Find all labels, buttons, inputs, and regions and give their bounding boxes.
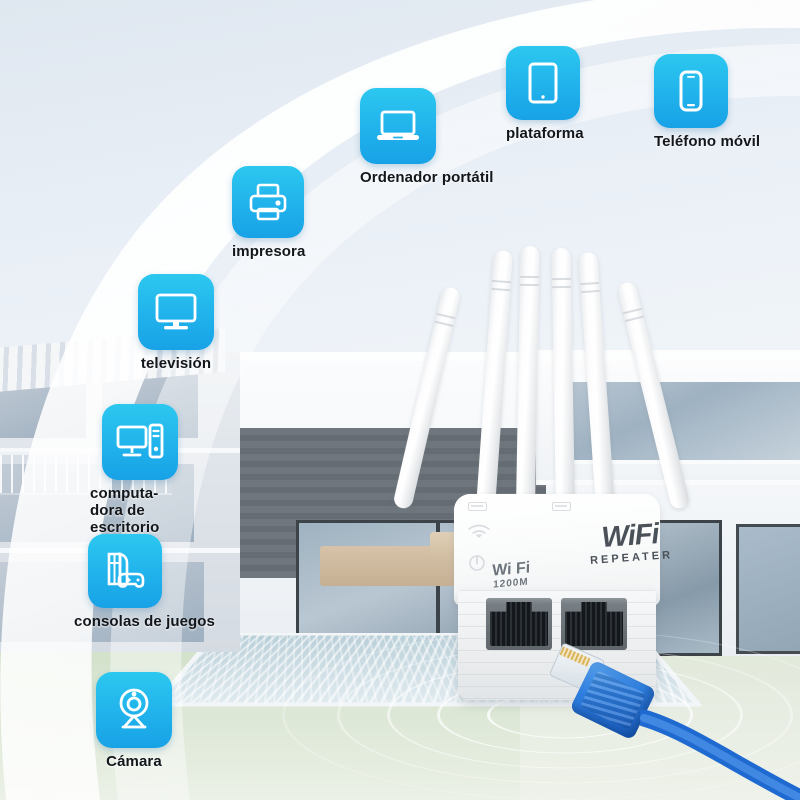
phone-icon — [654, 54, 728, 128]
power-led-icon — [469, 555, 485, 571]
device-card-phone[interactable]: Teléfono móvil — [654, 54, 760, 150]
device-side-branding: WiFi REPEATER — [588, 518, 674, 567]
brand-wifi-text: WiFi — [600, 518, 660, 554]
ethernet-cable — [548, 642, 800, 800]
ethernet-port — [561, 598, 627, 650]
game-console-icon — [88, 534, 162, 608]
cable-cord — [640, 710, 800, 800]
wifi-signal-led-icon — [468, 524, 490, 538]
device-card-printer[interactable]: impresora — [232, 166, 305, 260]
device-top-shell — [454, 494, 660, 606]
wan-port-led-icon — [552, 502, 571, 511]
webcam-icon — [96, 672, 172, 748]
device-card-laptop[interactable]: Ordenador portátil — [360, 88, 493, 186]
lan-port-led-icon — [468, 502, 487, 511]
desktop-computer-icon — [102, 404, 178, 480]
device-card-label: Cámara — [106, 753, 162, 770]
device-card-tv[interactable]: televisión — [138, 274, 214, 372]
device-card-console[interactable]: consolas de juegos — [74, 534, 215, 630]
device-card-label: Teléfono móvil — [654, 133, 761, 150]
house-side-window — [736, 524, 800, 654]
ethernet-port — [486, 598, 552, 650]
device-card-label: consolas de juegos — [74, 613, 216, 630]
device-card-label: plataforma — [506, 125, 584, 142]
printer-icon — [232, 166, 304, 238]
antenna — [578, 251, 615, 509]
antenna — [476, 249, 513, 509]
antenna — [516, 245, 540, 509]
tv-icon — [138, 274, 214, 350]
tablet-icon — [506, 46, 580, 120]
device-card-label: Ordenador portátil — [360, 169, 494, 186]
device-card-label: impresora — [232, 243, 306, 260]
device-card-label: televisión — [140, 355, 212, 372]
device-card-camera[interactable]: Cámara — [96, 672, 172, 770]
device-card-tablet[interactable]: plataforma — [506, 46, 584, 142]
wifi-repeater-device: WiFi REPEATER Wi Fi 1200M — [392, 245, 691, 700]
ethernet-port-group — [486, 598, 630, 652]
led-indicator-group — [468, 502, 588, 574]
laptop-icon — [360, 88, 436, 164]
device-top-branding: Wi Fi 1200M — [492, 559, 530, 590]
antenna — [551, 247, 575, 509]
